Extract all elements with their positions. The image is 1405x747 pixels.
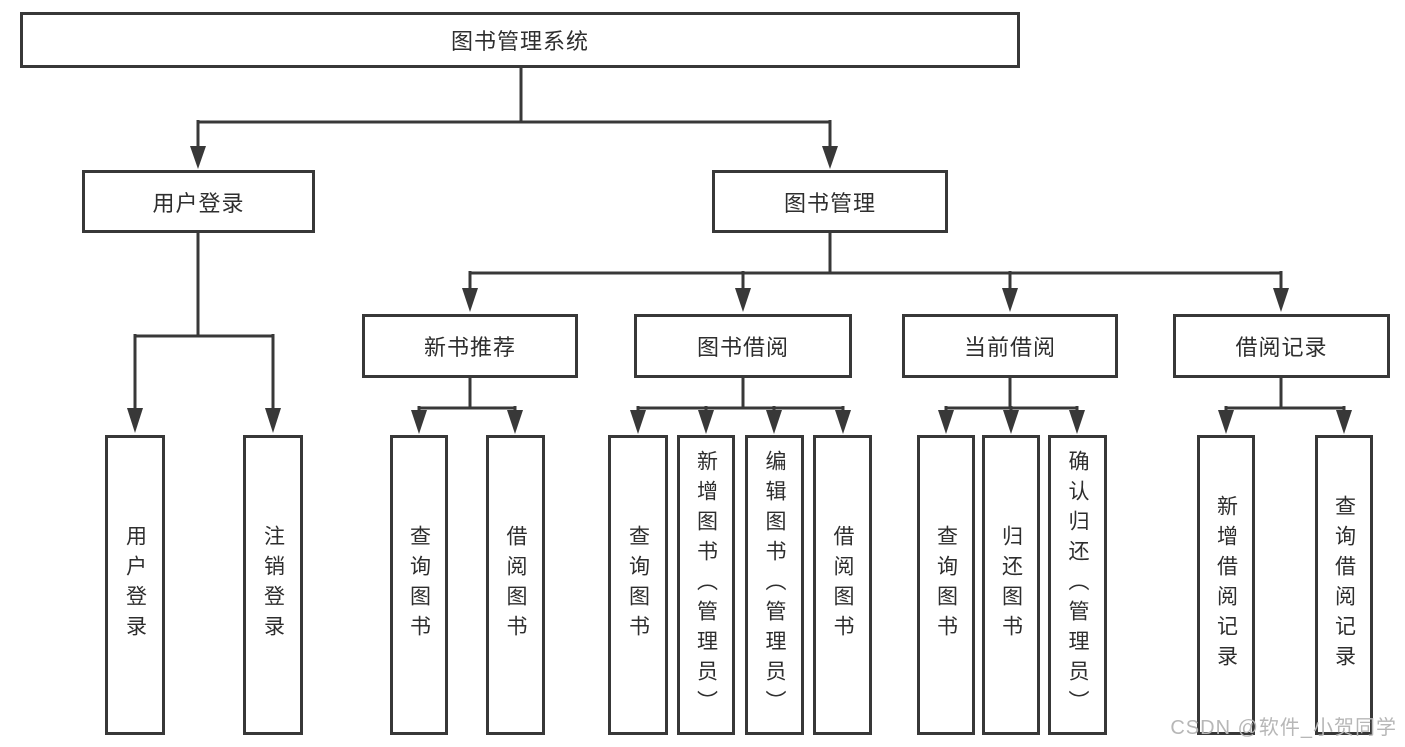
leaf-current-confirm-return-admin-label: 确认归还（管理员）: [1066, 450, 1089, 720]
leaf-newbook-borrow-books-label: 借阅图书: [504, 525, 527, 645]
node-book-borrow: 图书借阅: [634, 314, 852, 378]
leaf-borrow-edit-books-admin-label: 编辑图书（管理员）: [763, 450, 786, 720]
leaf-records-query-record: 查询借阅记录: [1315, 435, 1373, 735]
leaf-records-query-record-label: 查询借阅记录: [1332, 495, 1356, 675]
leaf-current-query-books: 查询图书: [917, 435, 975, 735]
node-current-borrow-label: 当前借阅: [963, 335, 1056, 360]
leaf-borrow-add-books-admin-label: 新增图书（管理员）: [694, 450, 718, 720]
leaf-user-login: 用户登录: [105, 435, 165, 735]
node-new-book-recommend: 新书推荐: [362, 314, 578, 378]
leaf-newbook-query-books-label: 查询图书: [407, 525, 431, 645]
leaf-borrow-query-books-label: 查询图书: [626, 525, 650, 645]
node-user-login-label: 用户登录: [152, 190, 245, 216]
leaf-newbook-borrow-books: 借阅图书: [486, 435, 545, 735]
leaf-user-login-label: 用户登录: [123, 525, 147, 645]
leaf-borrow-add-books-admin: 新增图书（管理员）: [677, 435, 735, 735]
leaf-records-add-record-label: 新增借阅记录: [1214, 495, 1238, 675]
leaf-current-query-books-label: 查询图书: [934, 525, 958, 645]
leaf-current-return-books-label: 归还图书: [999, 525, 1023, 645]
node-root-label: 图书管理系统: [450, 29, 589, 54]
node-book-management-label: 图书管理: [783, 190, 876, 216]
leaf-newbook-query-books: 查询图书: [390, 435, 448, 735]
csdn-watermark: CSDN @软件_小贺同学: [1170, 717, 1397, 739]
node-current-borrow: 当前借阅: [902, 314, 1118, 378]
leaf-records-add-record: 新增借阅记录: [1197, 435, 1255, 735]
node-book-borrow-label: 图书借阅: [696, 335, 789, 360]
leaf-borrow-borrow-books-label: 借阅图书: [831, 525, 854, 645]
node-user-login: 用户登录: [82, 170, 315, 233]
leaf-borrow-query-books: 查询图书: [608, 435, 668, 735]
leaf-logout-label: 注销登录: [261, 525, 285, 645]
node-borrow-records: 借阅记录: [1173, 314, 1390, 378]
leaf-borrow-edit-books-admin: 编辑图书（管理员）: [745, 435, 804, 735]
node-root: 图书管理系统: [20, 12, 1020, 68]
leaf-current-return-books: 归还图书: [982, 435, 1040, 735]
node-borrow-records-label: 借阅记录: [1235, 335, 1328, 360]
leaf-logout: 注销登录: [243, 435, 303, 735]
leaf-borrow-borrow-books: 借阅图书: [813, 435, 872, 735]
node-new-book-recommend-label: 新书推荐: [423, 335, 516, 360]
node-book-management: 图书管理: [712, 170, 948, 233]
leaf-current-confirm-return-admin: 确认归还（管理员）: [1048, 435, 1107, 735]
